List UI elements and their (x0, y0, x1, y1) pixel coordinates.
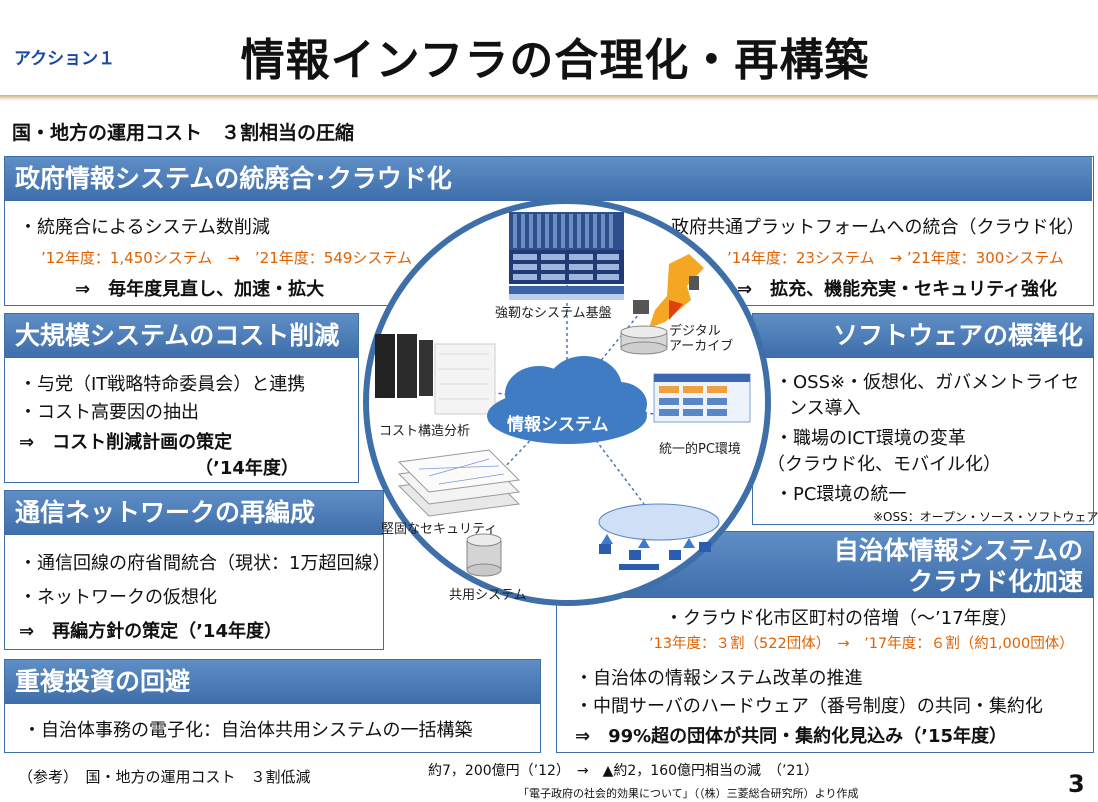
gov-left-stat: ’12年度：1,450システム → ’21年度：549システム (41, 249, 412, 267)
page-number: 3 (1068, 770, 1085, 798)
label-cost-analysis: コスト構造分析 (379, 424, 471, 439)
label-archive: デジタル アーカイブ (669, 324, 733, 354)
gov-right-item: ・政府共通プラットフォームへの統合（クラウド化） (653, 217, 1085, 238)
gov-left-result: ⇒ 毎年度見直し、加速・拡大 (75, 279, 325, 300)
local-item-3: ・自治体の情報システム改革の推進 (575, 668, 863, 689)
label-platform: 強靭なシステム基盤 (495, 306, 612, 321)
software-item-4: （クラウド化、モバイル化） (767, 454, 1001, 475)
large-item-2: ・コスト高要因の抽出 (19, 402, 199, 423)
label-info-system: 情報システム (507, 415, 609, 435)
archive-cylinder (620, 325, 668, 355)
network-item-3: ⇒ 再編方針の策定（’14年度） (19, 621, 282, 642)
security-layers-image (397, 449, 521, 517)
label-shared-system: 共用システム (449, 588, 527, 603)
shared-system-cylinder (466, 533, 502, 577)
pc-environment-image (653, 373, 751, 423)
software-item-1: ・OSS※・仮想化、ガバメントライセ (775, 372, 1080, 393)
gov-right-result: ⇒ 拡充、機能充実・セキュリティ強化 (737, 279, 1058, 300)
panel-duplicate: 重複投資の回避 ・自治体事務の電子化：自治体共用システムの一括構築 (4, 659, 541, 753)
footer-reference: （参考） 国・地方の運用コスト ３割低減 (18, 768, 311, 786)
local-item-5: ⇒ 99%超の団体が共同・集約化見込み（’15年度） (575, 726, 1008, 747)
network-diagram-image (598, 503, 720, 570)
label-archive-line-1: デジタル (669, 324, 721, 339)
large-item-3: ⇒ コスト削減計画の策定 (19, 432, 233, 453)
action-label: アクション１ (14, 49, 116, 69)
network-item-2: ・ネットワークの仮想化 (19, 587, 217, 608)
panel-software-title: ソフトウェアの標準化 (753, 314, 1093, 358)
footer-cost: 約7，200億円（’12） → ▲約2，160億円相当の減 （’21） (428, 763, 819, 779)
page-subtitle: 国・地方の運用コスト ３割相当の圧縮 (12, 122, 355, 144)
panel-large-systems-title: 大規模システムのコスト削減 (5, 314, 358, 358)
software-note: ※OSS：オープン・ソース・ソフトウェア (873, 510, 1098, 524)
page-title: 情報インフラの合理化・再構築 (240, 35, 870, 86)
panel-local-cloud: 自治体情報システムの クラウド化加速 ・クラウド化市区町村の倍増（～’17年度）… (556, 531, 1094, 753)
panel-large-systems: 大規模システムのコスト削減 ・与党（IT戦略特命委員会）と連携 ・コスト高要因の… (4, 313, 359, 483)
software-item-3: ・職場のICT環境の変革 (775, 428, 966, 449)
panel-software: ソフトウェアの標準化 ・OSS※・仮想化、ガバメントライセ ンス導入 ・職場のI… (752, 313, 1098, 525)
panel-network: 通信ネットワークの再編成 ・通信回線の府省間統合（現状：1万超回線） ・ネットワ… (4, 490, 390, 650)
circle-illustration (375, 212, 751, 577)
local-item-2: ’13年度：３割（522団体） → ’17年度：６割（約1,000団体） (649, 636, 1074, 652)
panel-duplicate-title: 重複投資の回避 (5, 660, 540, 704)
software-item-5: ・PC環境の統一 (775, 484, 907, 505)
label-pc-environment: 統一的PC環境 (659, 442, 741, 457)
cloud-shape (487, 356, 647, 444)
network-item-1: ・通信回線の府省間統合（現状：1万超回線） (19, 553, 391, 574)
panel-gov-systems: 政府情報システムの統廃合･クラウド化 ・統廃合によるシステム数削減 ’12年度：… (4, 156, 1094, 306)
local-title-line-2: クラウド化加速 (907, 567, 1083, 596)
local-item-4: ・中間サーバのハードウェア（番号制度）の共同・集約化 (575, 696, 1043, 717)
local-title-line-1: 自治体情報システムの (833, 536, 1083, 565)
japan-map-image (633, 254, 704, 328)
software-item-2: ンス導入 (789, 398, 861, 419)
large-item-4: （’14年度） (195, 458, 299, 479)
large-item-1: ・与党（IT戦略特命委員会）と連携 (19, 374, 306, 395)
footer-source: 「電子政府の社会的効果について」（（株）三菱総合研究所）より作成 (518, 787, 859, 800)
label-security: 堅固なセキュリティ (381, 522, 498, 537)
info-system-circle: 強靭なシステム基盤 デジタル アーカイブ コスト構造分析 情報システム 統一的P… (363, 198, 771, 606)
platform-diagram (509, 212, 624, 300)
server-racks-image (375, 334, 496, 415)
title-divider (0, 95, 1098, 101)
label-archive-line-2: アーカイブ (669, 339, 734, 354)
local-item-1: ・クラウド化市区町村の倍増（～’17年度） (665, 608, 1018, 629)
panel-gov-systems-title: 政府情報システムの統廃合･クラウド化 (5, 157, 1092, 201)
panel-network-title: 通信ネットワークの再編成 (5, 491, 383, 535)
gov-left-item: ・統廃合によるシステム数削減 (19, 217, 270, 238)
gov-right-stat: ’14年度：23システム → ’21年度：300システム (727, 249, 1064, 267)
duplicate-item-1: ・自治体事務の電子化：自治体共用システムの一括構築 (23, 720, 473, 741)
